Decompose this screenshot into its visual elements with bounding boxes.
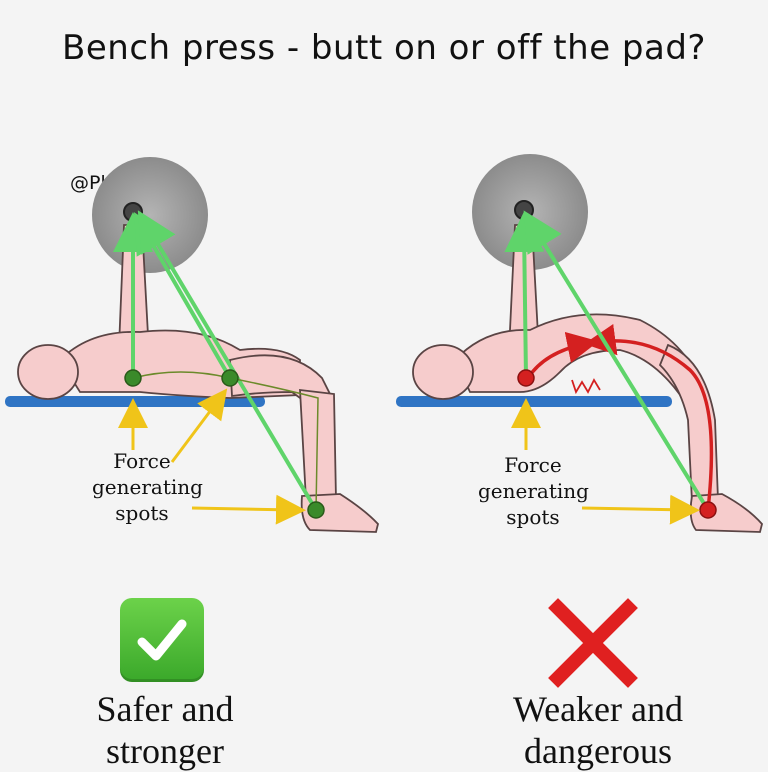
force-line-left-3 [137,210,318,512]
force-spot-left-2 [221,369,239,387]
red-arch-right [584,324,714,511]
lifter-right [412,224,763,533]
force-label-left-line3: spots [115,501,169,525]
right-figure [396,154,763,533]
yellow-arrow-left-3 [191,494,306,525]
strain-mark [571,378,601,395]
caption-left-line1: Safer and [96,689,234,729]
force-label-left-line2: generating [92,475,203,499]
caption-right-line2: dangerous [524,731,672,771]
caption-left-line2: stronger [106,731,224,771]
caption-right: Weaker and dangerous [478,688,718,772]
force-label-right: Force generating spots [478,452,589,530]
bar-end-left [123,202,143,222]
force-label-right-line2: generating [478,479,589,503]
force-spot-left-1 [124,369,142,387]
force-line-right-1 [504,212,545,379]
page-title: Bench press - butt on or off the pad? [62,28,706,68]
caption-left: Safer and stronger [50,688,280,772]
force-spot-right-1 [517,369,535,387]
force-spot-right-2 [699,501,717,519]
bar-end-right [514,200,534,220]
caption-right-line1: Weaker and [513,689,683,729]
force-label-left: Force generating spots [92,448,203,526]
cross-icon [548,598,638,688]
force-label-right-line1: Force [504,453,562,477]
yellow-arrow-right-2 [581,494,700,525]
check-icon [120,598,204,682]
left-figure [5,157,379,533]
force-line-right-2 [523,210,710,512]
force-label-right-line3: spots [506,505,560,529]
force-spot-left-3 [307,501,325,519]
weight-plate-left [92,157,208,273]
yellow-arrow-left-2 [170,388,228,463]
force-label-left-line1: Force [113,449,171,473]
